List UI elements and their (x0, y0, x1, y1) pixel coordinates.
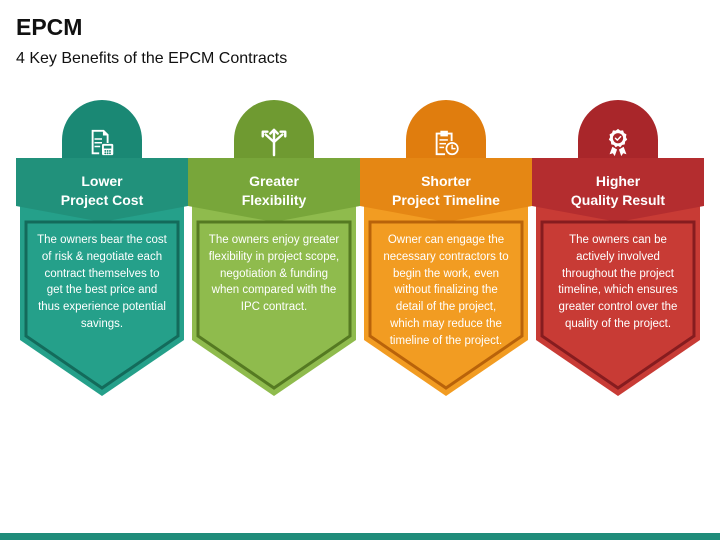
card-shape (188, 100, 360, 396)
card-heading: Shorter Project Timeline (392, 173, 500, 208)
page-title: EPCM (16, 14, 83, 40)
card-heading: Greater Flexibility (241, 173, 307, 208)
bottom-accent-bar (0, 533, 720, 540)
split-arrows-icon (246, 120, 302, 164)
card-body: Owner can engage the necessary contracto… (383, 234, 509, 347)
card-shape (360, 100, 532, 396)
benefit-cards: Lower Project Cost The owners bear the c… (0, 100, 720, 410)
card-body: The owners bear the cost of risk & negot… (37, 234, 167, 330)
card-heading: Higher Quality Result (570, 173, 666, 208)
benefit-card-quality: Higher Quality Result The owners can be … (532, 100, 704, 400)
award-badge-icon (590, 120, 646, 164)
card-body: The owners enjoy greater flexibility in … (208, 234, 340, 314)
invoice-calculator-icon (74, 120, 130, 164)
card-body: The owners can be actively involved thro… (558, 234, 678, 330)
benefit-card-flexibility: Greater Flexibility The owners enjoy gre… (188, 100, 360, 400)
page-subtitle: 4 Key Benefits of the EPCM Contracts (16, 50, 288, 67)
card-heading: Lower Project Cost (60, 173, 144, 208)
clipboard-clock-icon (418, 120, 474, 164)
benefit-card-lower-cost: Lower Project Cost The owners bear the c… (16, 100, 188, 400)
card-shape (16, 100, 188, 396)
benefit-card-timeline: Shorter Project Timeline Owner can engag… (360, 100, 532, 400)
